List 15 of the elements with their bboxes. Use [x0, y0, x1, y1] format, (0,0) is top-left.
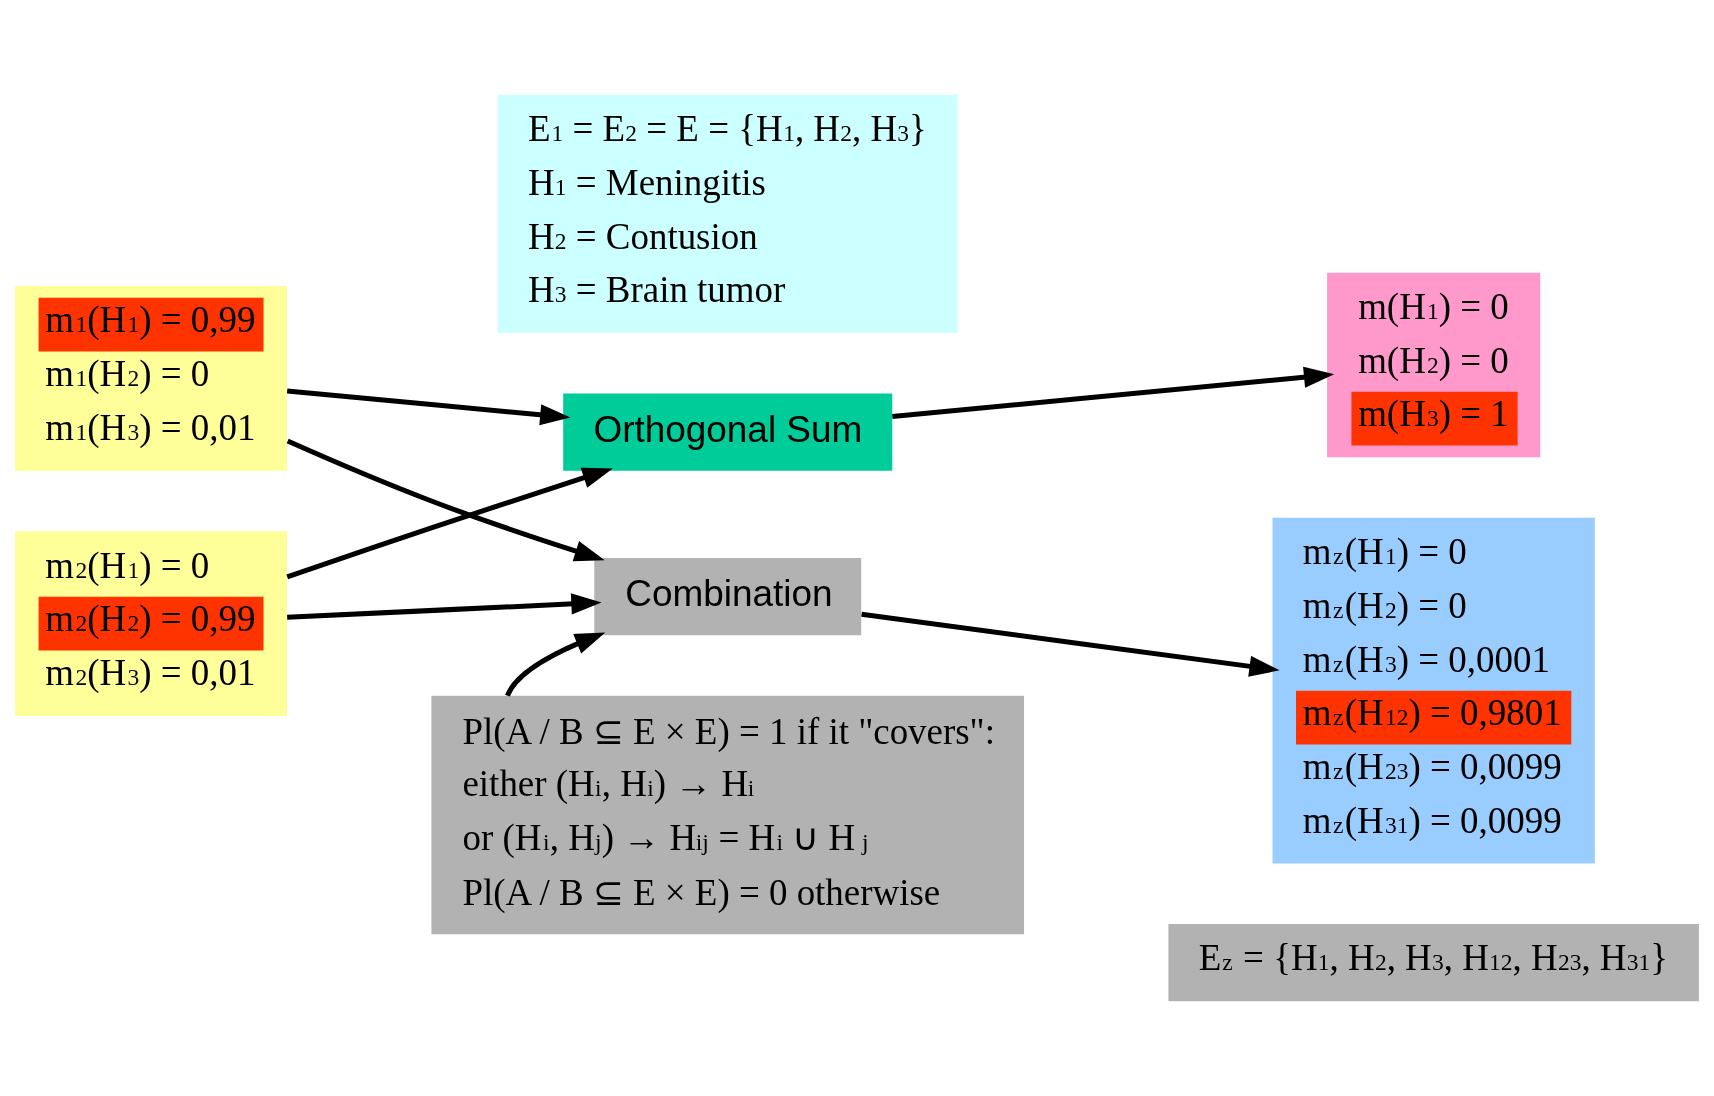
- node-box: E1 = E2 = E = {H1, H2, H3} H1 = Meningitis H2 = Contusion H3 = Brain tumor: [497, 94, 958, 334]
- arrow: [505, 632, 606, 697]
- arrow: [892, 366, 1335, 420]
- arrow: [286, 438, 605, 562]
- arrow: [286, 388, 571, 426]
- node-box: m(H1) = 0 m(H2) = 0 m(H3) = 1: [1327, 272, 1541, 458]
- arrow: [861, 611, 1280, 677]
- node-box: m1(H1) = 0,99 m1(H2) = 0 m1(H3) = 0,01: [15, 286, 288, 471]
- node-box: m2(H1) = 0 m2(H2) = 0,99 m2(H3) = 0,01: [15, 531, 288, 716]
- arrow: [286, 467, 613, 580]
- node-box: Combination: [594, 558, 862, 636]
- node-box: mz(H1) = 0 mz(H2) = 0 mz(H3) = 0,0001 mz(H12) = 0,9801 mz(H23) = 0,0099 mz(H31) = 0,0099: [1272, 517, 1595, 864]
- node-box: Orthogonal Sum: [563, 393, 893, 471]
- node-box: Ez = {H1, H2, H3, H12, H23, H31}: [1168, 924, 1699, 1002]
- arrow: [287, 593, 602, 620]
